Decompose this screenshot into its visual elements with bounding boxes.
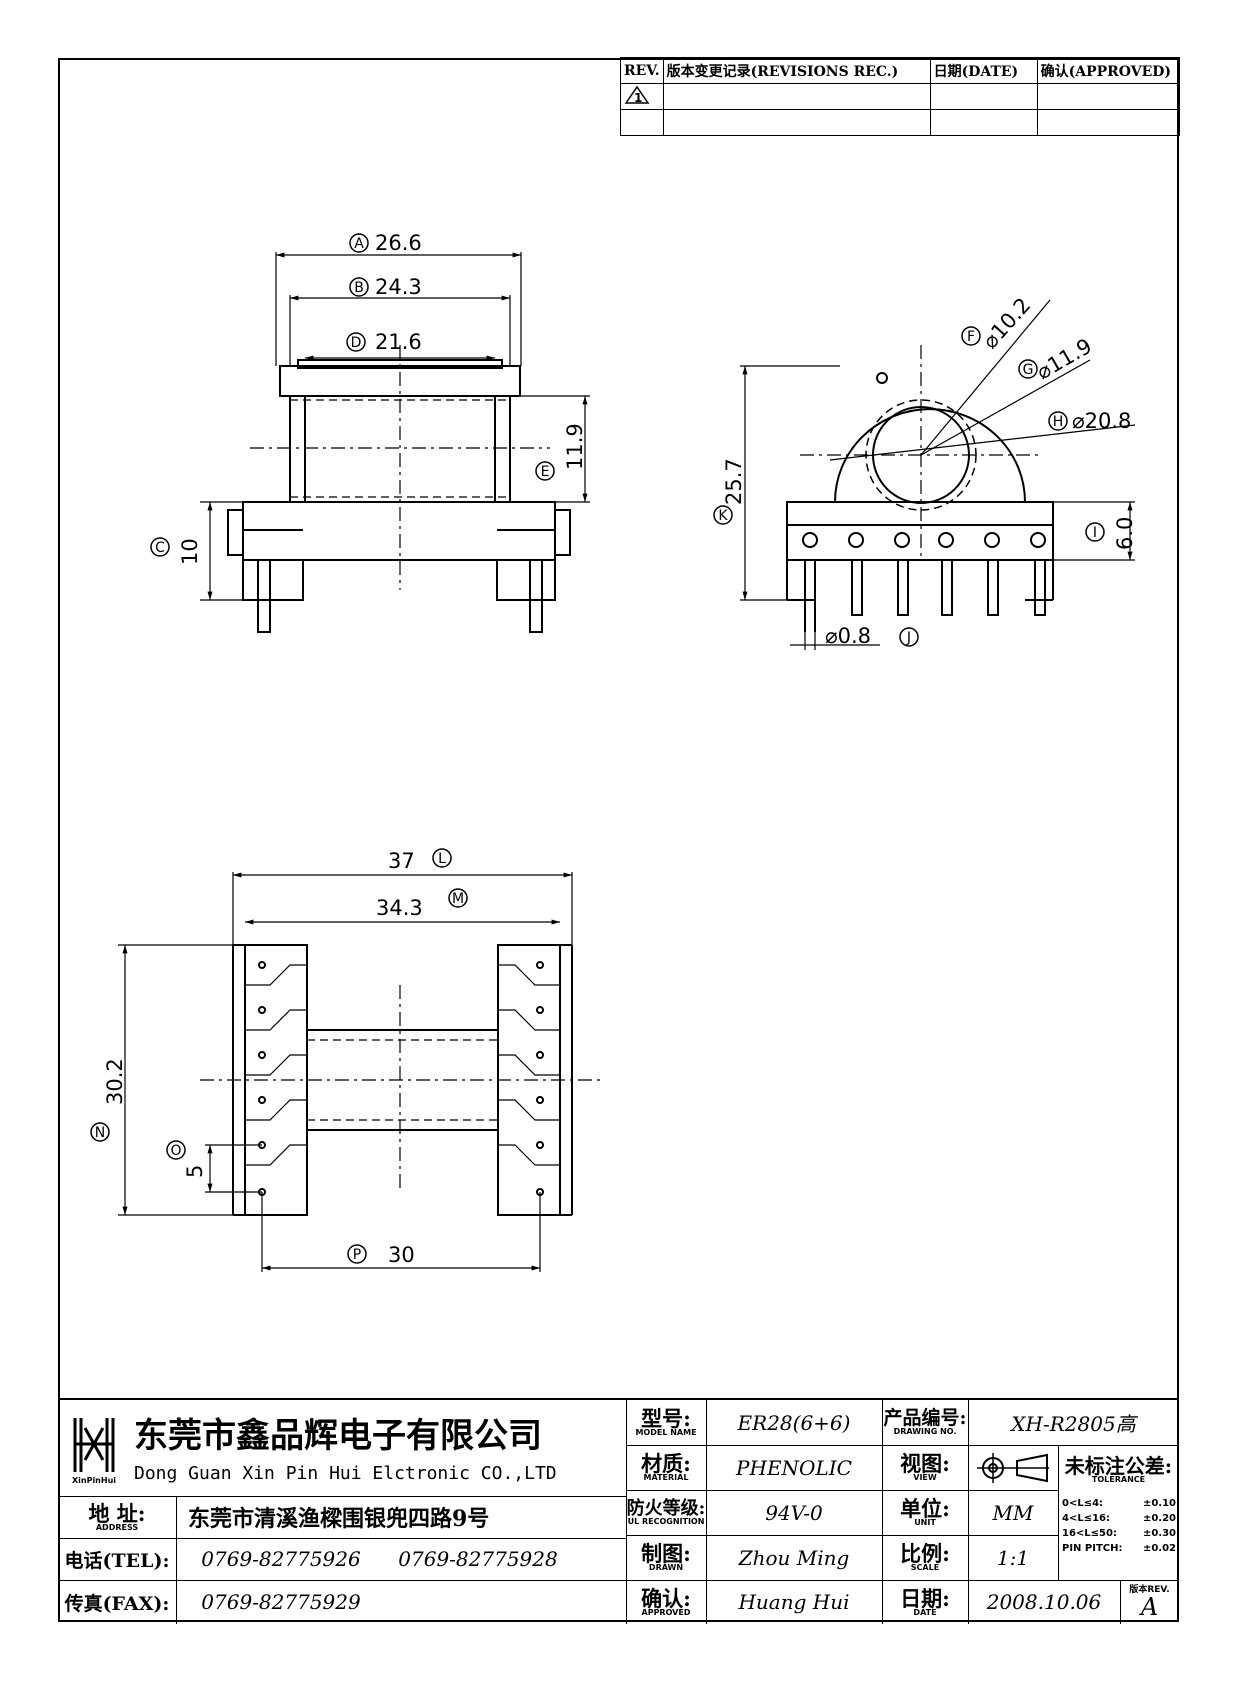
side-pins [802,532,1046,632]
fax-label: 传真(FAX): [64,1592,170,1615]
revision-approved-cell-2 [1036,109,1181,136]
xinpinhui-logo-icon [73,1417,115,1472]
revision-table: REV. 版本变更记录(REVISIONS REC.) 日期(DATE) 确认(… [620,57,1181,136]
bottom-left-flange [244,944,308,1216]
tag-p: P [353,1247,361,1263]
tag-d: D [351,335,362,351]
dim-d-value: 21.6 [375,330,422,354]
tel-1: 0769-82775926 [201,1547,361,1571]
dim-h-value: ⌀20.8 [1072,409,1131,433]
date-value: 2008.10.06 [986,1590,1102,1614]
dim-m-value: 34.3 [376,896,423,920]
svg-text:1: 1 [634,91,642,105]
drawing-no-label: 产品编号:DRAWING NO. [883,1407,967,1436]
dim-a-value: 26.6 [375,231,422,255]
tag-k: K [718,508,728,524]
dim-o-value: 5 [183,1165,207,1178]
dim-f-value: ⌀10.2 [978,293,1036,353]
unit-value: MM [992,1500,1034,1525]
model-label: 型号:MODEL NAME [635,1406,697,1437]
rev-box: 版本REV. A [1129,1584,1170,1621]
projection-symbol-icon [977,1452,1049,1483]
scale-value: 1:1 [996,1545,1030,1570]
title-block: XinPinHui 东莞市鑫品辉电子有限公司 Dong Guan Xin Pin… [58,1398,1179,1624]
drawn-label: 制图:DRAWN [641,1541,691,1572]
address-value: 东莞市清溪渔樑围银兜四路9号 [188,1506,490,1532]
dim-n-value: 30.2 [103,1058,127,1105]
tag-g: G [1023,362,1034,378]
side-view [740,299,1136,650]
approved-label: 确认:APPROVED [641,1585,691,1617]
unit-label: 单位:UNIT [900,1496,950,1527]
tag-o: O [170,1143,181,1159]
fax-value: 0769-82775929 [201,1590,361,1614]
dim-g-value: ⌀11.9 [1033,334,1096,384]
dim-j-value: ⌀0.8 [825,624,871,648]
front-view [200,252,590,633]
bottom-pins-left [245,961,307,1196]
revision-record-cell [662,83,931,110]
revision-triangle-icon: 1 [624,85,650,105]
dim-e-value: 11.9 [563,423,587,470]
technical-drawing: A B D E C F G H I J K L M N O P 26.6 24.… [90,231,1137,1272]
tolerance-title: 未标注公差: TOLERANCE [1064,1454,1173,1484]
view-label: 视图:VIEW [900,1451,950,1482]
tag-n: N [95,1125,105,1141]
tag-f: F [967,329,975,345]
revision-record-cell-2 [662,109,931,136]
tag-j: J [906,630,911,646]
tag-i: I [1093,525,1097,541]
bottom-view [118,872,600,1272]
material-label: 材质:MATERIAL [641,1451,691,1482]
drawn-value: Zhou Ming [738,1545,850,1570]
tag-a: A [354,236,364,252]
front-pin-left [257,559,271,633]
company-name-en: Dong Guan Xin Pin Hui Elctronic CO.,LTD [134,1462,557,1484]
company-name-cn: 东莞市鑫品辉电子有限公司 [134,1415,542,1456]
tag-e: E [541,464,550,480]
front-pin-right [529,559,543,633]
revision-mark-2 [620,109,664,136]
model-value: ER28(6+6) [737,1410,851,1435]
approved-value: Huang Hui [738,1590,850,1614]
drawing-no-value: XH-R2805高 [1011,1412,1136,1436]
material-value: PHENOLIC [736,1455,852,1480]
ul-label: 防火等级:UL RECOGNITION [626,1497,706,1526]
scale-label: 比例:SCALE [900,1541,950,1572]
dim-k-value: 25.7 [722,458,746,505]
projection-symbol [968,1445,1058,1490]
dim-c-value: 10 [178,538,202,565]
dim-l-value: 37 [388,849,415,873]
revision-record-header: 版本变更记录(REVISIONS REC.) [662,57,931,84]
revision-approved-cell [1036,83,1181,110]
tel-label: 电话(TEL): [64,1549,170,1572]
company-logo: XinPinHui [64,1406,124,1492]
dim-i-value: 6.0 [1113,517,1137,550]
dim-b-value: 24.3 [375,275,422,299]
ul-value: 94V-0 [765,1500,823,1525]
tag-l: L [438,851,446,867]
address-label: 地 址: ADDRESS [88,1500,146,1532]
tag-b: B [354,280,364,296]
revision-date-cell [929,83,1038,110]
bottom-pins-right [498,961,560,1196]
drawing-frame [58,58,1179,1622]
side-base [786,501,1054,561]
tag-c: C [155,540,165,556]
tag-h: H [1053,414,1064,430]
revision-date-cell-2 [929,109,1038,136]
dim-p-value: 30 [388,1243,415,1267]
tel-2: 0769-82775928 [398,1547,558,1571]
tolerance-table: 0<L≤4:±0.10 4<L≤16:±0.20 16<L≤50:±0.30 P… [1062,1498,1176,1554]
side-flange-outline [834,408,1026,503]
tag-m: M [452,891,464,907]
date-label: 日期:DATE [900,1585,950,1617]
